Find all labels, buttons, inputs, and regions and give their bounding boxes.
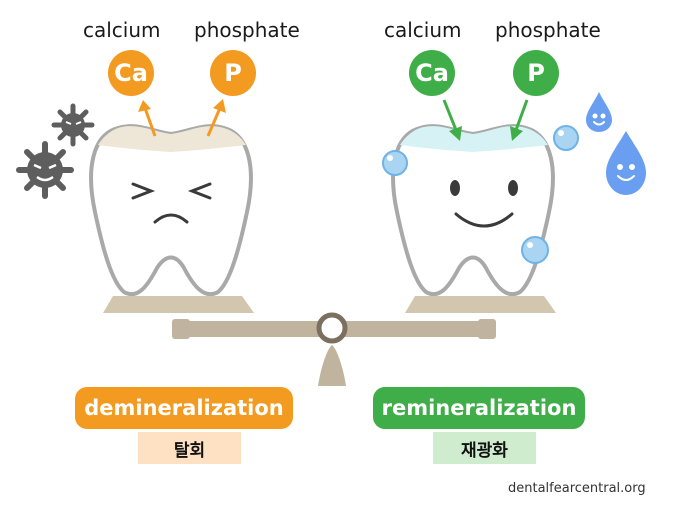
arrow-up-icon xyxy=(138,99,226,137)
calcium-label: calcium xyxy=(83,18,161,42)
phosphate-label: phosphate xyxy=(495,18,601,42)
source-credit: dentalfearcentral.org xyxy=(508,481,646,496)
tooth-remineralizing xyxy=(391,124,555,297)
demineralization-label: demineralization xyxy=(75,387,293,429)
water-drop-icon xyxy=(586,92,646,195)
phosphate-label: phosphate xyxy=(194,18,300,42)
calcium-label: calcium xyxy=(384,18,462,42)
arrow-down-icon xyxy=(442,99,529,141)
calcium-ion-badge: Ca xyxy=(108,50,154,96)
tooth-demineralizing xyxy=(89,124,253,297)
balance-scale xyxy=(103,296,556,386)
remineralization-korean-label: 재광화 xyxy=(433,432,536,464)
germ-icon xyxy=(16,103,95,199)
calcium-ion-badge: Ca xyxy=(409,50,455,96)
phosphate-ion-badge: P xyxy=(210,50,256,96)
demineralization-korean-label: 탈회 xyxy=(138,432,241,464)
phosphate-ion-badge: P xyxy=(513,50,559,96)
remineralization-label: remineralization xyxy=(373,387,585,429)
